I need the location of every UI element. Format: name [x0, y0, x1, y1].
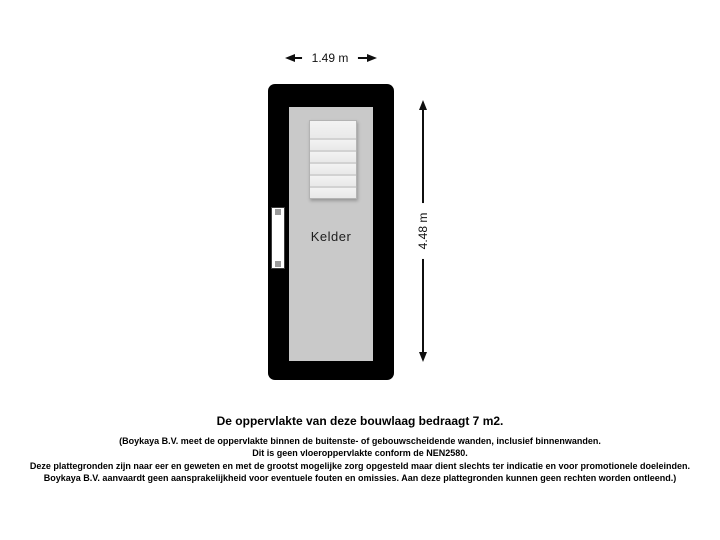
disclaimer-text: (Boykaya B.V. meet de oppervlakte binnen… [0, 435, 720, 485]
disclaimer-line: Deze plattegronden zijn naar eer en gewe… [29, 460, 691, 471]
disclaimer-line: Boykaya B.V. aanvaardt geen aansprakelij… [43, 473, 677, 484]
stair-tread [310, 140, 356, 152]
stair-tread [310, 176, 356, 188]
room-label: Kelder [310, 229, 352, 244]
width-dimension-label: 1.49 m [302, 49, 358, 67]
disclaimer-line: Dit is geen vloeroppervlakte conform de … [252, 448, 468, 459]
door-post [275, 261, 281, 267]
stair-tread [310, 188, 356, 198]
height-dimension-label: 4.48 m [414, 203, 432, 259]
arrow-up-icon [419, 100, 427, 110]
stair-tread [310, 121, 356, 140]
stairs-icon [309, 120, 357, 199]
arrow-down-icon [419, 352, 427, 362]
stair-tread [310, 164, 356, 176]
door-icon [271, 207, 285, 269]
stair-tread [310, 152, 356, 164]
arrow-left-icon [285, 54, 295, 62]
door-post [275, 209, 281, 215]
arrow-right-icon [367, 54, 377, 62]
disclaimer-line: (Boykaya B.V. meet de oppervlakte binnen… [119, 436, 601, 446]
area-statement: De oppervlakte van deze bouwlaag bedraag… [216, 414, 504, 428]
